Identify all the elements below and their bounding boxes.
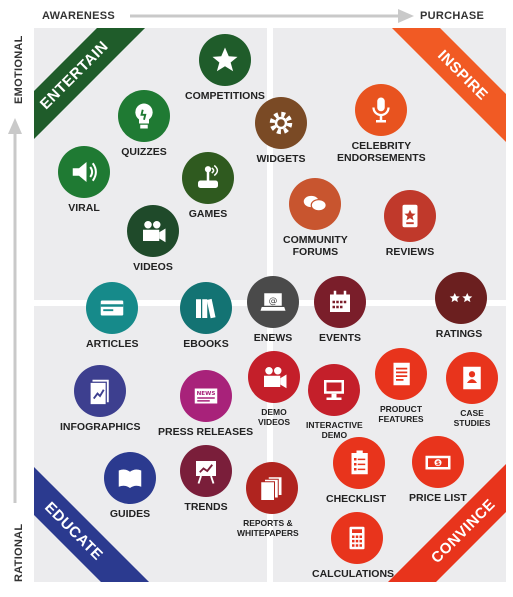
chat-bubbles-icon (289, 178, 342, 230)
joystick-icon (182, 152, 234, 204)
card-icon (86, 282, 139, 334)
educate-quadrant: EDUCATE (34, 306, 267, 582)
svg-text:$: $ (436, 460, 440, 467)
purchase-label: PURCHASE (420, 10, 485, 22)
item-product-features: PRODUCT FEATURES (375, 348, 427, 424)
item-calculations: CALCULATIONS (312, 512, 394, 580)
item-ratings: RATINGS (435, 272, 487, 340)
item-press-releases: NEWS PRESS RELEASES (140, 370, 253, 438)
open-book-icon (104, 452, 156, 504)
gear-icon (255, 97, 307, 149)
megaphone-icon (58, 146, 110, 198)
microphone-icon (355, 84, 408, 136)
tablet-star-icon (384, 190, 436, 242)
horizontal-arrow (130, 9, 415, 28)
books-icon (180, 282, 232, 334)
item-reports-whitepapers: REPORTS & WHITEPAPERS (237, 462, 299, 538)
document-icon (375, 348, 427, 400)
item-videos: VIDEOS (122, 205, 179, 273)
item-viral: VIRAL (58, 146, 110, 214)
item-events: EVENTS (314, 276, 366, 344)
item-demo-videos: DEMO VIDEOS (248, 351, 300, 427)
news-icon: NEWS (179, 370, 232, 422)
item-enews: @ ENEWS (247, 276, 299, 344)
monitor-icon (308, 364, 361, 416)
laptop-mail-icon: @ (247, 276, 299, 328)
rational-label: RATIONAL (13, 523, 25, 582)
money-icon: $ (411, 436, 464, 488)
vertical-arrow (8, 118, 22, 508)
star-icon (198, 34, 251, 86)
emotional-label: EMOTIONAL (13, 35, 25, 104)
item-infographics: INFOGRAPHICS (50, 365, 141, 433)
video-camera-icon (127, 205, 179, 257)
profile-card-icon (446, 352, 498, 404)
item-games: GAMES (182, 152, 234, 220)
chart-document-icon (74, 365, 127, 417)
item-price-list: $ PRICE LIST (409, 436, 467, 504)
inspire-quadrant: INSPIRE (273, 28, 506, 300)
svg-text:NEWS: NEWS (196, 391, 215, 397)
item-guides: GUIDES (104, 452, 156, 520)
calendar-icon (314, 276, 366, 328)
item-interactive-demo: INTERACTIVE DEMO (306, 364, 363, 440)
calculator-icon (331, 512, 384, 564)
item-ebooks: EBOOKS (180, 282, 232, 350)
item-celebrity-endorsements: CELEBRITY ENDORSEMENTS (337, 84, 426, 164)
svg-text:@: @ (269, 296, 278, 306)
stacked-papers-icon (245, 462, 298, 514)
video-camera-icon (248, 351, 300, 403)
item-checklist: CHECKLIST (326, 437, 386, 505)
checklist-icon (333, 437, 386, 489)
item-widgets: WIDGETS (255, 97, 307, 165)
lightbulb-icon (118, 90, 170, 142)
item-reviews: REVIEWS (384, 190, 436, 258)
awareness-label: AWARENESS (42, 10, 115, 22)
item-community-forums: COMMUNITY FORUMS (283, 178, 348, 258)
item-competitions: COMPETITIONS (155, 34, 265, 102)
easel-chart-icon (180, 445, 232, 497)
two-stars-icon (435, 272, 487, 324)
item-trends: TRENDS (180, 445, 232, 513)
item-quizzes: QUIZZES (118, 90, 170, 158)
item-articles: ARTICLES (86, 282, 139, 350)
item-case-studies: CASE STUDIES (446, 352, 498, 428)
